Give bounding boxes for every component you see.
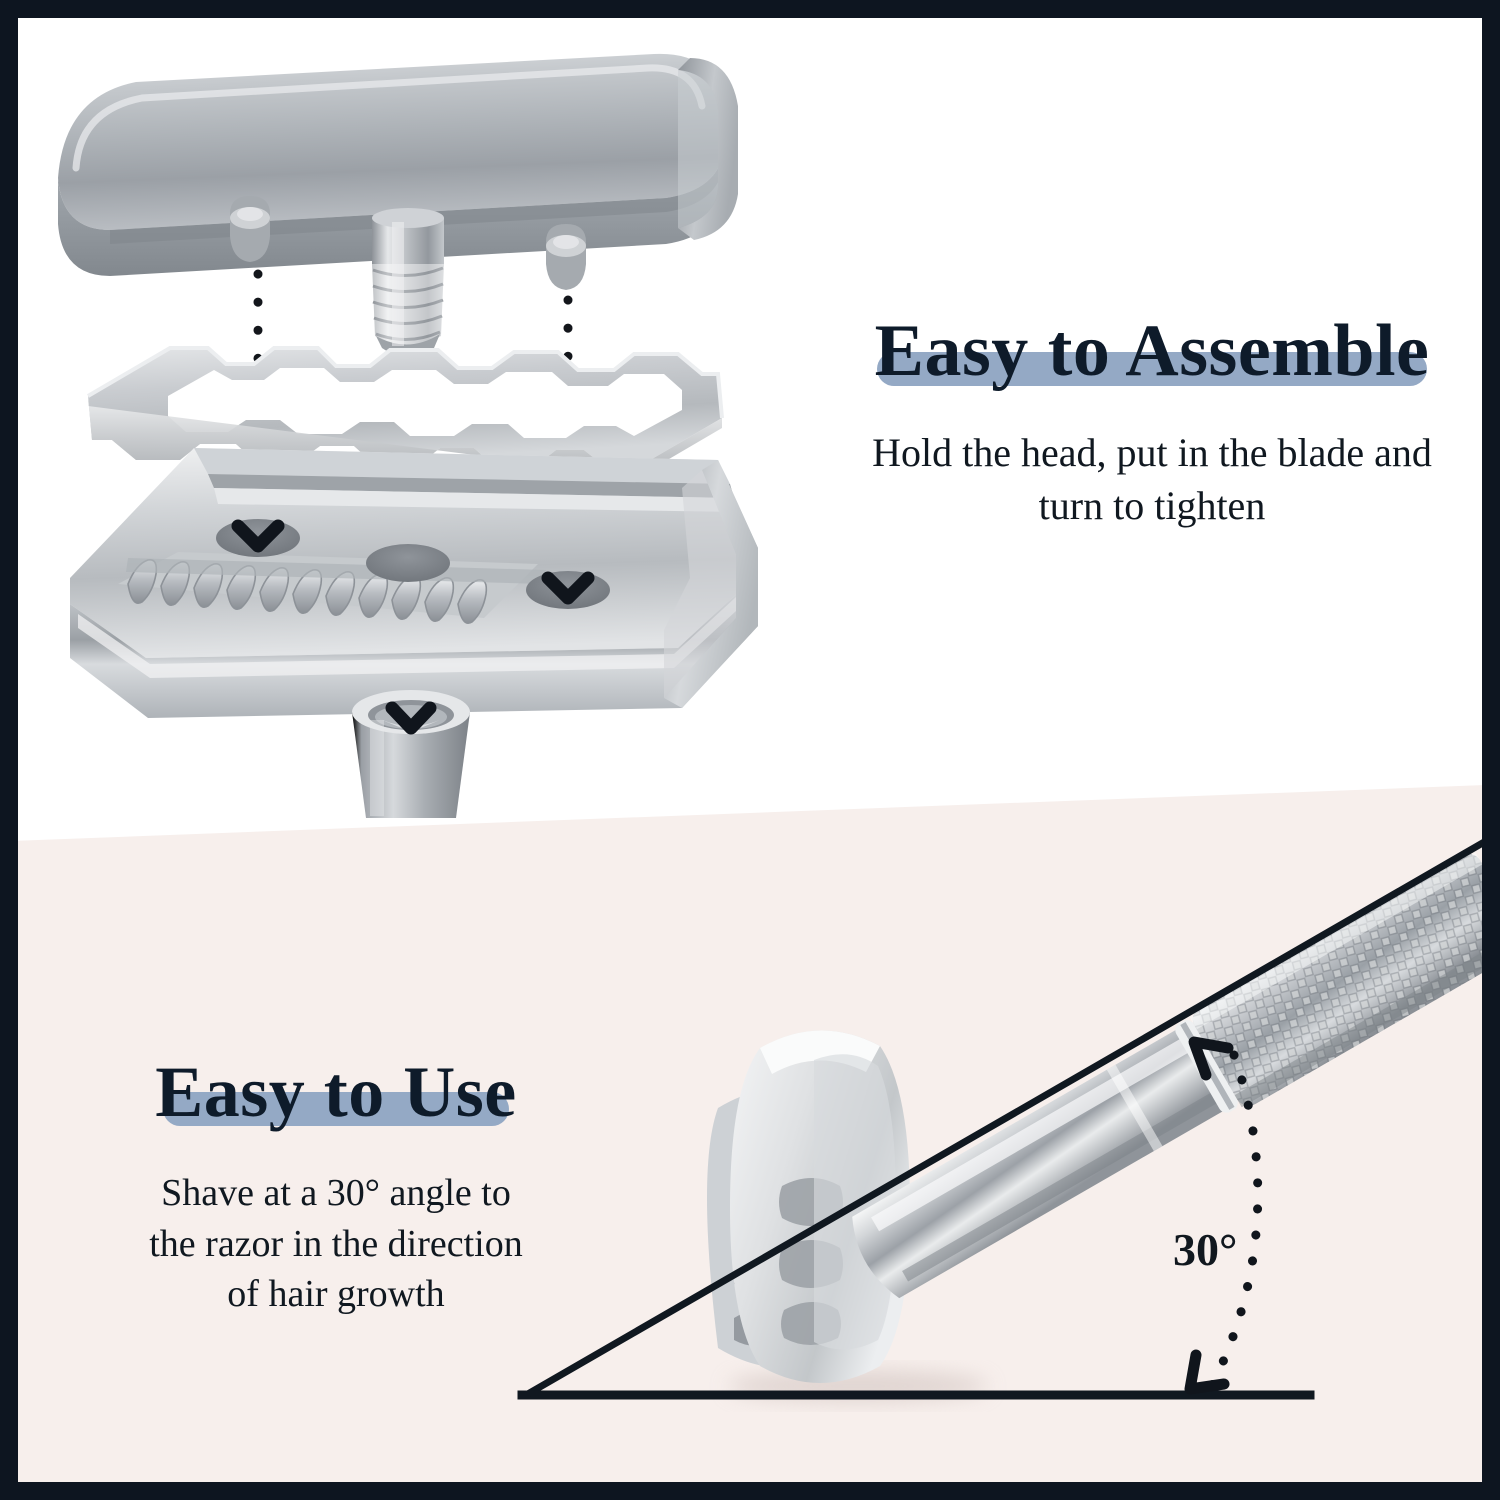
use-heading-wrap: Easy to Use	[155, 1056, 517, 1128]
assemble-heading: Easy to Assemble	[874, 310, 1430, 392]
double-edge-blade	[86, 346, 724, 476]
chevron-down-icon	[541, 571, 595, 605]
chevron-down-icon	[385, 701, 437, 735]
assemble-section: Easy to Assemble Hold the head, put in t…	[822, 314, 1482, 532]
use-heading-highlight	[163, 1092, 509, 1126]
open-comb-base-plate	[70, 448, 758, 718]
use-subtext: Shave at a 30° angle to the razor in the…	[149, 1172, 523, 1316]
mount-hole	[526, 571, 610, 609]
razor-top-cap	[58, 53, 738, 357]
threaded-screw	[372, 208, 444, 357]
comb-teeth	[118, 552, 546, 624]
angle-label: 30°	[1173, 1224, 1238, 1275]
mount-hole	[366, 544, 450, 582]
assemble-subtext: Hold the head, put in the blade and turn…	[872, 430, 1432, 529]
assemble-heading-wrap: Easy to Assemble	[875, 314, 1430, 388]
chevron-down-icon	[231, 519, 285, 553]
mount-hole	[216, 519, 300, 557]
infographic-canvas: Easy to Assemble Hold the head, put in t…	[18, 18, 1482, 1482]
assemble-heading-highlight	[876, 352, 1428, 386]
use-heading: Easy to Use	[155, 1052, 517, 1132]
use-section: Easy to Use Shave at a 30° angle to the …	[96, 1056, 576, 1320]
handle-post	[352, 690, 470, 818]
alignment-guides	[253, 269, 573, 745]
